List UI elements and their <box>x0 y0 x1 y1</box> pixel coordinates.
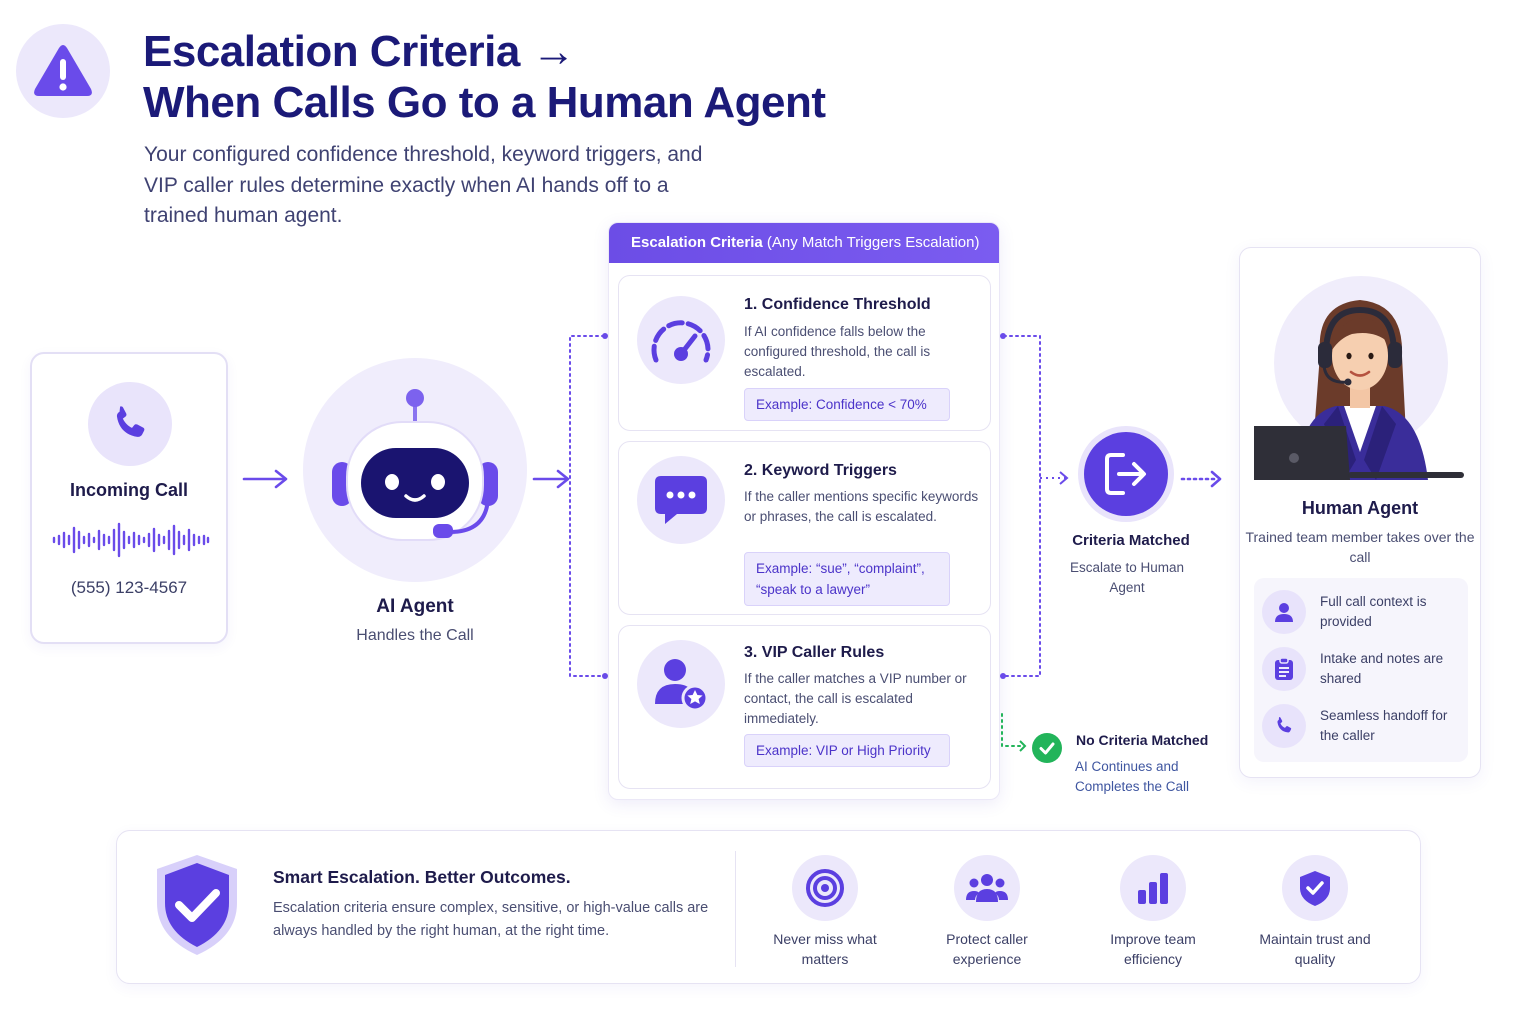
incoming-call-title: Incoming Call <box>69 480 188 500</box>
criterion-description: If the caller mentions specific keywords… <box>744 489 979 524</box>
incoming-call-card: Incoming Call (555) 123-4567 <box>30 352 228 644</box>
ai-agent-subtitle: Handles the Call <box>356 627 474 644</box>
title-line-1: Escalation Criteria → <box>143 27 576 76</box>
list-item: Intake and notes are shared <box>1262 647 1460 691</box>
criterion-description: If AI confidence falls below the configu… <box>744 324 931 379</box>
gauge-icon <box>651 320 711 363</box>
divider <box>735 851 736 967</box>
criterion-title: 2. Keyword Triggers <box>744 462 897 479</box>
shield-check-icon-badge <box>1282 855 1348 921</box>
criterion-example-chip: Example: “sue”, “complaint”, “speak to a… <box>744 552 950 606</box>
arrow-right-dotted-icon <box>1180 470 1222 488</box>
criteria-panel-header: Escalation Criteria (Any Match Triggers … <box>609 223 999 263</box>
feature-item: Maintain trust and quality <box>1245 855 1385 969</box>
phone-icon <box>116 406 145 437</box>
feature-item: Improve team efficiency <box>1083 855 1223 969</box>
phone-icon <box>1277 717 1292 733</box>
shield-check-icon <box>1300 871 1330 906</box>
gauge-icon-badge <box>637 296 725 384</box>
benefit-label: Seamless handoff for the caller <box>1320 708 1448 743</box>
target-icon <box>806 869 844 907</box>
feature-label: Improve team efficiency <box>1110 931 1196 967</box>
benefit-label: Full call context is provided <box>1320 594 1427 629</box>
exit-arrow-icon <box>1105 453 1146 495</box>
human-agent-illustration <box>1254 300 1464 480</box>
clipboard-icon-badge <box>1262 647 1306 691</box>
escalate-badge <box>1078 426 1174 522</box>
page-subtitle: Your configured confidence threshold, ke… <box>144 143 703 227</box>
criterion-title: 1. Confidence Threshold <box>744 296 931 313</box>
human-agent-title: Human Agent <box>1301 498 1419 518</box>
criteria-panel-header-note: (Any Match Triggers Escalation) <box>762 234 980 251</box>
vip-user-icon-badge <box>637 640 725 728</box>
title-line-2: When Calls Go to a Human Agent <box>143 78 826 127</box>
shield-check-icon <box>157 855 237 955</box>
caller-phone-number: (555) 123-4567 <box>70 578 188 597</box>
summary-title: Smart Escalation. Better Outcomes. <box>273 867 571 887</box>
criteria-matched-subtitle: Escalate to Human Agent <box>1069 560 1185 595</box>
bar-chart-icon-badge <box>1120 855 1186 921</box>
check-icon-badge <box>1032 733 1062 763</box>
group-icon-badge <box>954 855 1020 921</box>
chat-bubble-icon <box>655 476 707 524</box>
arrow-right-icon <box>532 469 570 489</box>
target-icon-badge <box>792 855 858 921</box>
warning-badge <box>16 24 110 118</box>
feature-item: Protect caller experience <box>917 855 1057 969</box>
handoff-benefits-list: Full call context is provided Intake and… <box>1254 578 1468 762</box>
audio-waveform-icon <box>52 522 210 558</box>
escalate-badge-inner <box>1084 432 1168 516</box>
bar-chart-icon <box>1138 873 1168 904</box>
vip-user-icon <box>655 659 709 712</box>
criterion-card-keywords: 2. Keyword Triggers If the caller mentio… <box>618 441 991 615</box>
clipboard-icon <box>1275 657 1293 680</box>
feature-label: Never miss what matters <box>773 931 877 967</box>
criterion-example-chip: Example: VIP or High Priority <box>744 734 950 767</box>
benefit-label: Intake and notes are shared <box>1320 651 1444 686</box>
group-icon <box>966 874 1008 902</box>
phone-icon-badge <box>1262 704 1306 748</box>
feature-label: Maintain trust and quality <box>1259 931 1371 967</box>
criteria-panel-header-title: Escalation Criteria <box>631 234 763 251</box>
feature-label: Protect caller experience <box>946 931 1028 967</box>
human-agent-subtitle: Trained team member takes over the call <box>1245 529 1475 565</box>
check-icon <box>1039 742 1055 755</box>
criterion-description: If the caller matches a VIP number or co… <box>744 671 967 726</box>
human-agent-card: Human Agent Trained team member takes ov… <box>1239 247 1481 778</box>
criterion-card-vip: 3. VIP Caller Rules If the caller matche… <box>618 625 991 789</box>
no-criteria-matched-title: No Criteria Matched <box>1076 732 1209 748</box>
summary-bar: Smart Escalation. Better Outcomes. Escal… <box>116 830 1421 984</box>
robot-icon <box>332 389 498 541</box>
phone-icon-badge <box>88 382 172 466</box>
summary-description: Escalation criteria ensure complex, sens… <box>273 900 709 939</box>
branch-connector-left <box>569 333 608 679</box>
criterion-title: 3. VIP Caller Rules <box>744 644 885 661</box>
feature-item: Never miss what matters <box>755 855 895 969</box>
user-icon-badge <box>1262 590 1306 634</box>
warning-triangle-icon <box>34 45 92 96</box>
page-title: Escalation Criteria → When Calls Go to a… <box>143 26 826 128</box>
escalation-criteria-panel: Escalation Criteria (Any Match Triggers … <box>608 222 1000 800</box>
branch-connector-right <box>1000 333 1069 679</box>
user-icon <box>1275 603 1293 622</box>
arrow-right-icon <box>242 469 288 489</box>
criteria-matched-title: Criteria Matched <box>1072 532 1190 549</box>
list-item: Full call context is provided <box>1262 590 1460 634</box>
no-match-connector <box>1001 713 1027 752</box>
criterion-example-chip: Example: Confidence < 70% <box>744 388 950 421</box>
criterion-card-confidence: 1. Confidence Threshold If AI confidence… <box>618 275 991 431</box>
ai-agent-title: AI Agent <box>376 596 454 617</box>
no-criteria-matched-subtitle: AI Continues and Completes the Call <box>1075 759 1190 794</box>
chat-bubble-icon-badge <box>637 456 725 544</box>
list-item: Seamless handoff for the caller <box>1262 704 1460 748</box>
